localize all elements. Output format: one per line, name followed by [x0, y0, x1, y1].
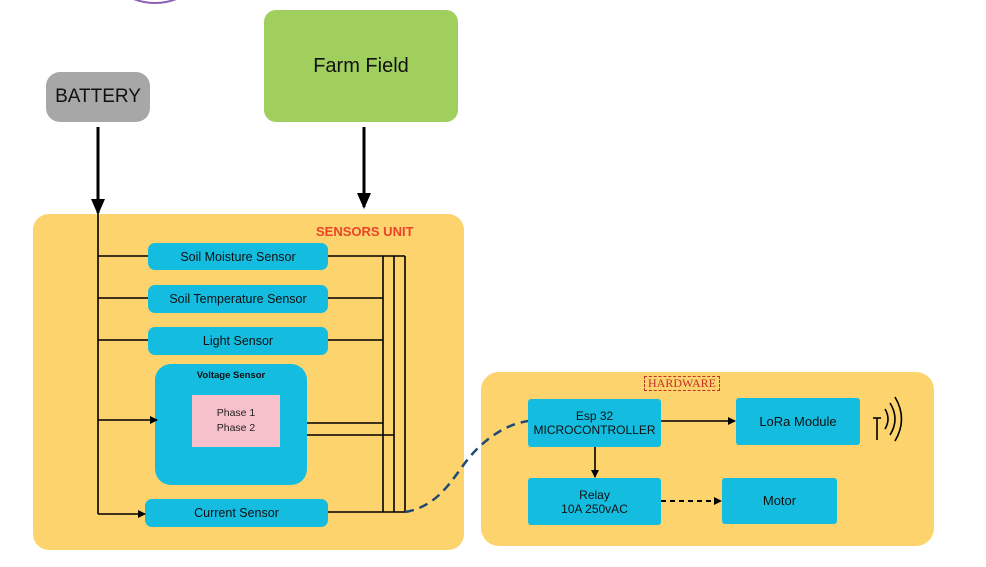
- phase-1-label: Phase 1: [216, 407, 256, 419]
- battery-node: BATTERY: [46, 72, 150, 122]
- esp32-microcontroller: Esp 32 MICROCONTROLLER: [528, 399, 661, 447]
- microcontroller-label: MICROCONTROLLER: [533, 423, 656, 437]
- motor: Motor: [722, 478, 837, 524]
- soil-temperature-sensor: Soil Temperature Sensor: [148, 285, 328, 313]
- relay-label: Relay: [579, 487, 610, 502]
- phase-box: Phase 1 Phase 2: [192, 395, 280, 447]
- soil-moisture-sensor: Soil Moisture Sensor: [148, 243, 328, 270]
- antenna-signal-icon: [873, 396, 903, 442]
- relay-rating-label: 10A 250vAC: [561, 501, 628, 516]
- phase-2-label: Phase 2: [216, 422, 256, 434]
- farm-field-node: Farm Field: [264, 10, 458, 122]
- lora-module: LoRa Module: [736, 398, 860, 445]
- esp32-label: Esp 32: [575, 409, 614, 423]
- sensors-unit-title: SENSORS UNIT: [316, 224, 414, 239]
- relay-module: Relay 10A 250vAC: [528, 478, 661, 525]
- voltage-sensor-title: Voltage Sensor: [196, 370, 266, 381]
- current-sensor: Current Sensor: [145, 499, 328, 527]
- light-sensor: Light Sensor: [148, 327, 328, 355]
- sensors-to-esp32-link: [404, 419, 529, 514]
- hardware-title: HARDWARE: [644, 376, 720, 391]
